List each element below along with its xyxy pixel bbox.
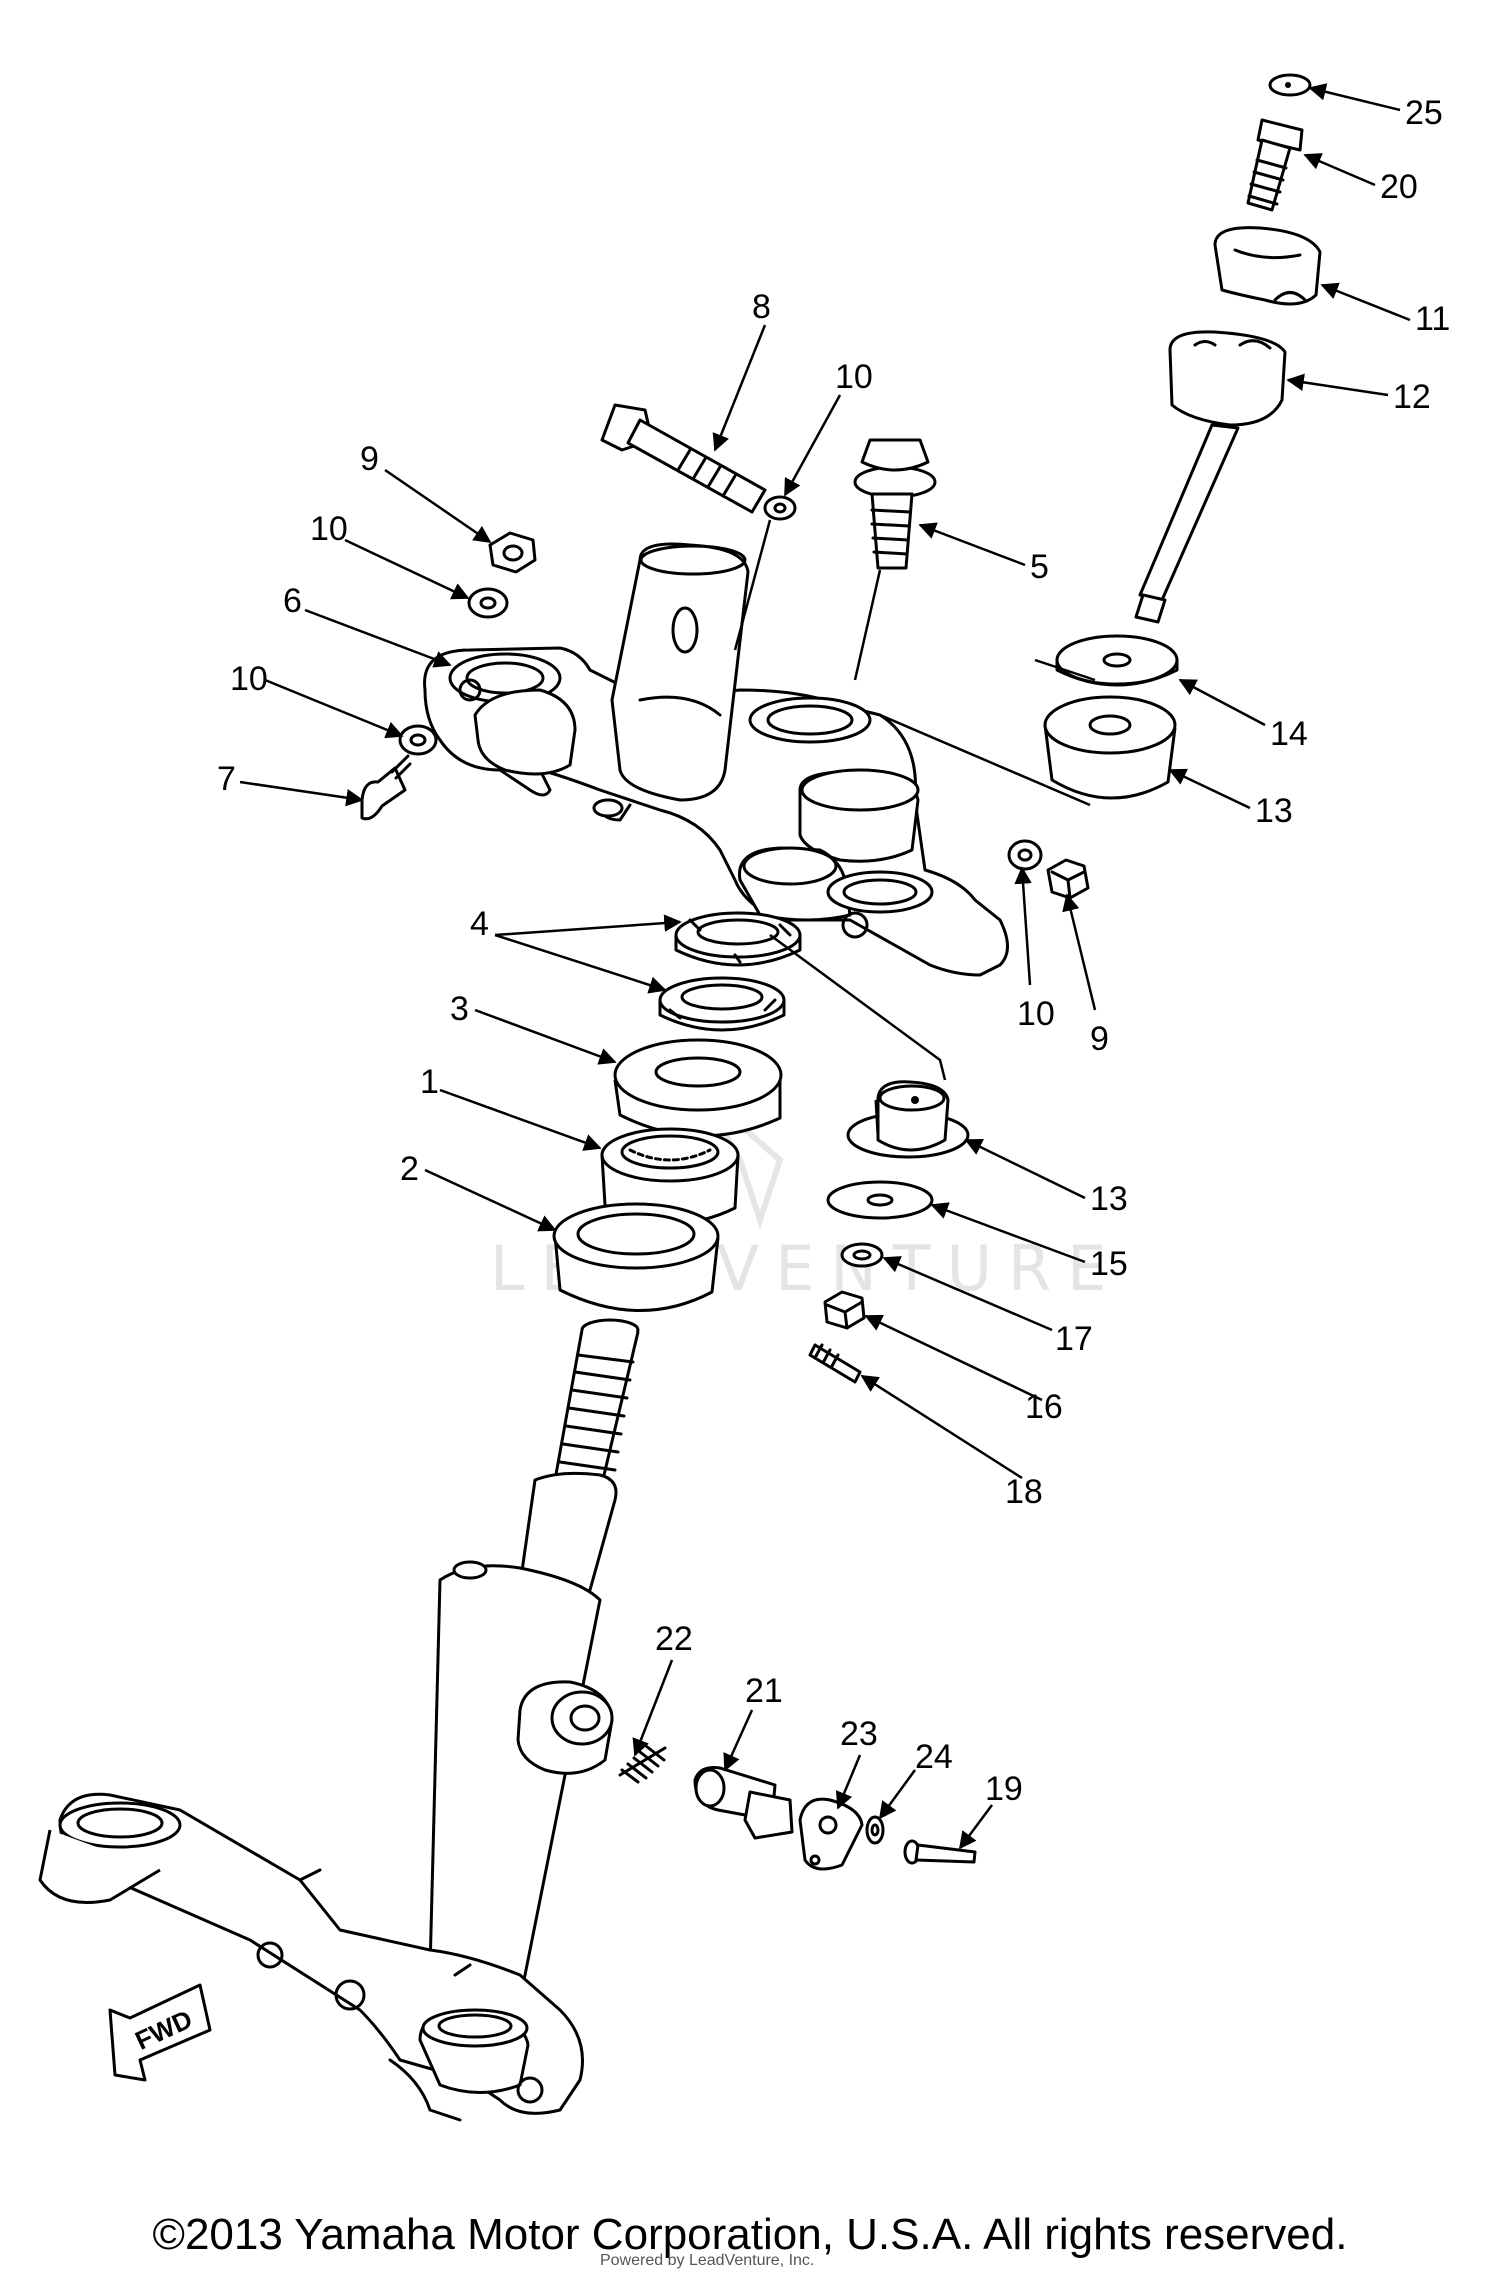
callout-9-a: 9 (360, 440, 379, 478)
callout-9-b: 9 (1090, 1020, 1109, 1058)
callout-16: 16 (1025, 1388, 1063, 1426)
dealer-credit: Powered by LeadVenture, Inc. (600, 2252, 815, 2269)
part-19-bolt (1246, 118, 1304, 212)
callout-13-upper: 13 (1255, 792, 1293, 830)
part-21-lock-cylinder (693, 1766, 794, 1840)
assembly-lines (733, 519, 1096, 1081)
callout-4: 4 (470, 905, 489, 943)
part-18-stud (808, 1343, 862, 1384)
callout-3: 3 (450, 990, 469, 1028)
part-25-washer (865, 1815, 885, 1845)
callout-6: 6 (283, 582, 302, 620)
part-13-damper-upper (1043, 695, 1177, 800)
part-3-bearing-cover (613, 1038, 783, 1138)
part-24-screw (903, 1839, 977, 1865)
callout-10-c: 10 (230, 660, 268, 698)
part-1-bearing (600, 1127, 740, 1225)
copyright-notice: ©2013 Yamaha Motor Corporation, U.S.A. A… (152, 2210, 1348, 2259)
fwd-arrow: FWD (108, 1983, 212, 2082)
callout-7: 7 (217, 760, 236, 798)
part-8-bolt (600, 403, 767, 514)
part-9-nut-b (1046, 858, 1090, 900)
callout-10-a: 10 (835, 358, 873, 396)
callout-20: 25 (1405, 94, 1443, 132)
callout-22: 22 (655, 1620, 693, 1658)
callout-1: 1 (420, 1063, 439, 1101)
callout-25: 24 (915, 1738, 953, 1776)
callout-24: 19 (985, 1770, 1023, 1808)
callout-5: 5 (1030, 548, 1049, 586)
callout-12: 12 (1393, 378, 1431, 416)
callout-2: 2 (400, 1150, 419, 1188)
callout-10-b: 10 (310, 510, 348, 548)
part-10-washer-b (467, 587, 509, 619)
part-15-washer (826, 1180, 934, 1220)
part-11-handlebar-holder-upper (1213, 226, 1322, 306)
callout-21: 21 (745, 1672, 783, 1710)
callout-13-lower: 13 (1090, 1180, 1128, 1218)
callout-14: 14 (1270, 715, 1308, 753)
callout-10-d: 10 (1017, 995, 1055, 1033)
callout-layer: 25 20 11 12 14 13 8 10 5 9 10 6 10 7 10 … (217, 83, 1450, 1850)
part-17-spring-washer (840, 1242, 884, 1268)
part-16-nut (823, 1290, 866, 1330)
callout-17: 17 (1055, 1320, 1093, 1358)
part-5-flange-bolt (853, 438, 937, 570)
part-under-bracket (38, 1792, 584, 2122)
callout-8: 8 (752, 288, 771, 326)
part-12-handlebar-holder-lower (1134, 330, 1287, 624)
part-4-ring-nut-lower (658, 976, 786, 1032)
callout-15: 15 (1090, 1245, 1128, 1283)
part-9-nut-a (488, 531, 537, 574)
callout-11: 11 (1415, 300, 1450, 338)
part-22-spring (618, 1744, 667, 1784)
part-10-washer-c (398, 724, 438, 756)
part-10-washer-a (763, 495, 797, 521)
part-10-washer-d (1007, 839, 1043, 871)
callout-23: 23 (840, 1715, 878, 1753)
part-7-bolt (360, 754, 412, 821)
callout-19: 20 (1380, 168, 1418, 206)
callout-18: 18 (1005, 1473, 1043, 1511)
part-4-ring-nut-upper (674, 911, 802, 967)
part-23-plate (798, 1797, 864, 1871)
part-14-washer (1055, 634, 1179, 687)
part-20-plate (1268, 73, 1312, 97)
part-13-damper-lower (846, 1080, 970, 1159)
part-6-upper-bracket (423, 542, 1009, 977)
part-2-bearing-race (552, 1202, 720, 1312)
part-steering-stem (428, 1318, 640, 2002)
